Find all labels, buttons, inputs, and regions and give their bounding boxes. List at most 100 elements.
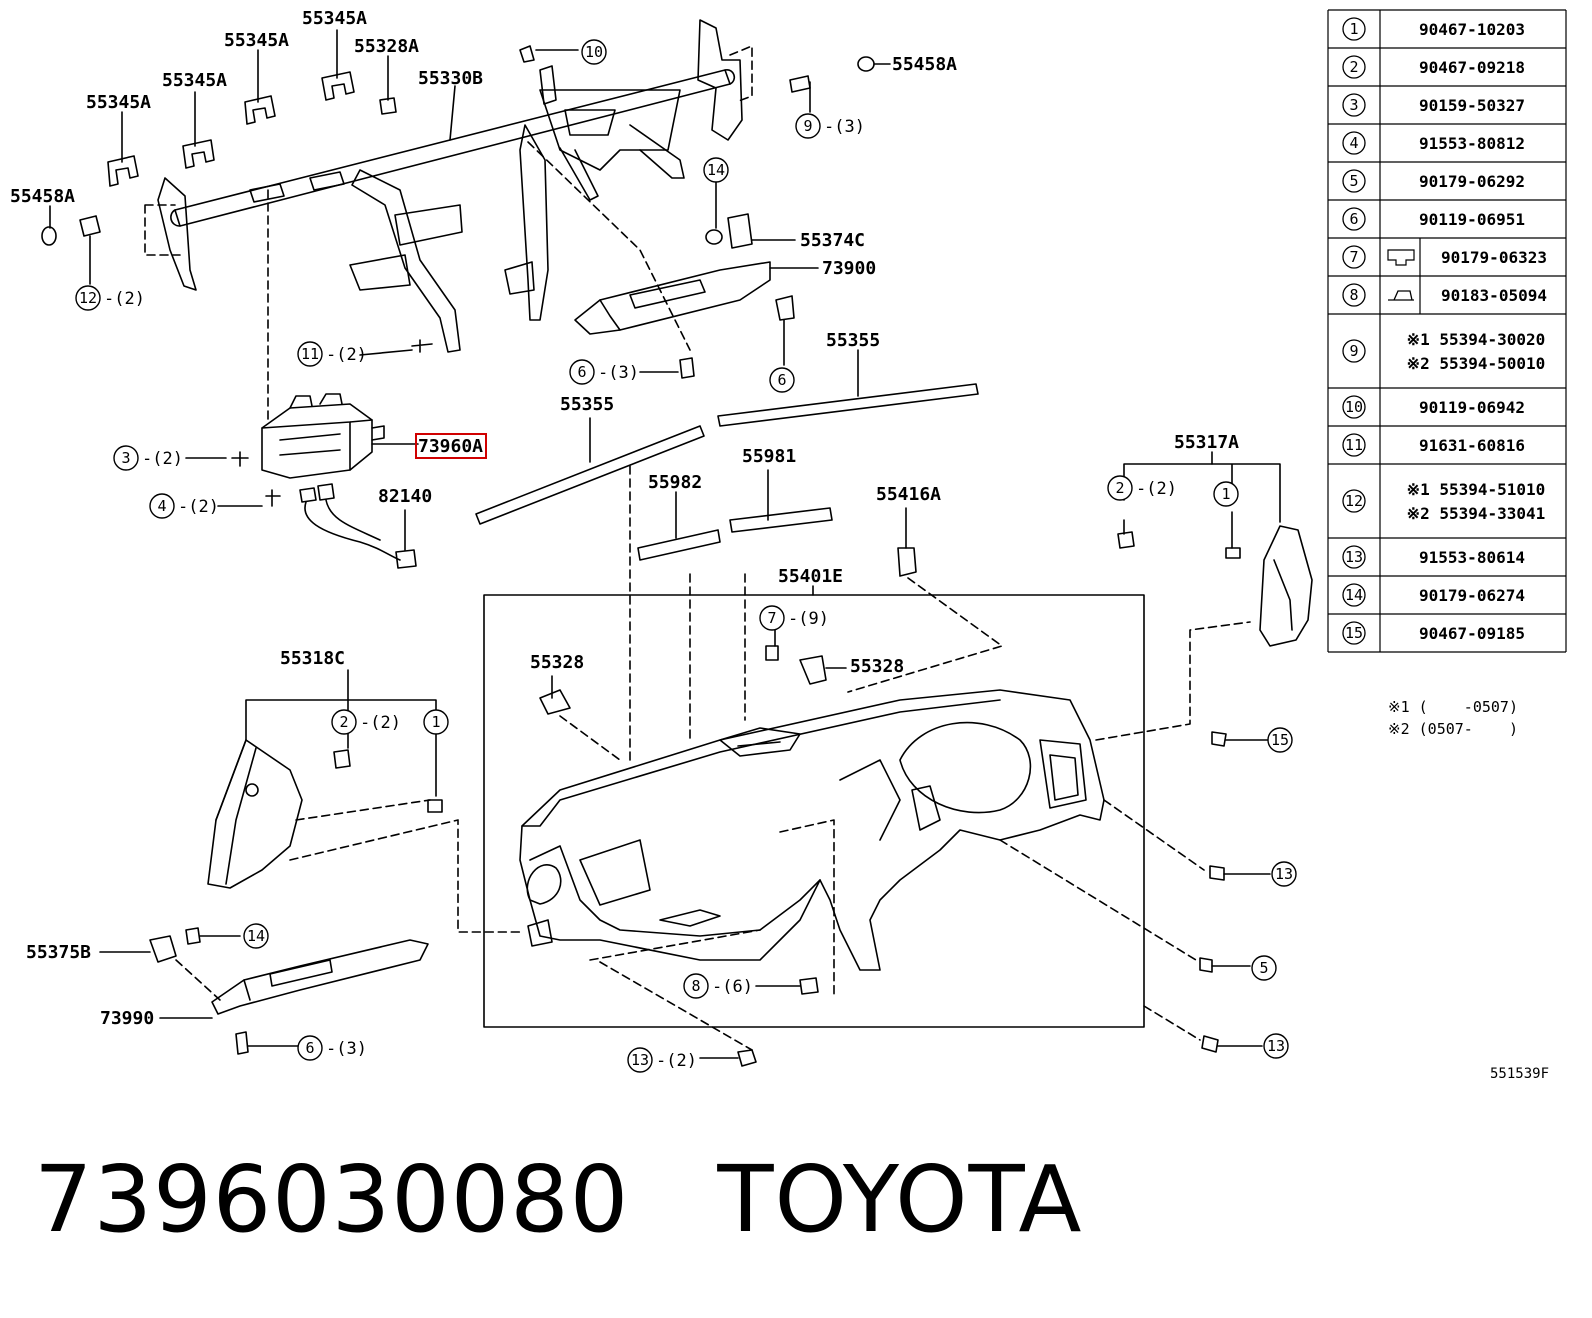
dash-panel-b bbox=[779, 819, 835, 997]
parts-table-number: 4 bbox=[1349, 134, 1358, 152]
label-55328-left: 55328 bbox=[530, 652, 584, 673]
label-55458a-right: 55458A bbox=[892, 54, 957, 75]
callout-5: 5 bbox=[1251, 955, 1277, 981]
side-panel-55318c bbox=[207, 669, 521, 933]
callout-12: 12 -(2) bbox=[75, 285, 145, 311]
wire-82140 bbox=[185, 457, 417, 569]
callout-8: 8-(6) bbox=[683, 973, 753, 999]
parts-table-number: 5 bbox=[1349, 172, 1358, 190]
nut-icon bbox=[1387, 249, 1415, 266]
label-55345a-1: 55345A bbox=[86, 92, 151, 113]
parts-table-part-number-alt: ※2 55394-50010 bbox=[1407, 354, 1546, 373]
parts-table-number: 3 bbox=[1349, 96, 1358, 114]
callout-6: 6 -(3) bbox=[297, 1035, 367, 1061]
label-82140: 82140 bbox=[378, 486, 432, 507]
airbag-73900 bbox=[574, 261, 819, 379]
parts-table-row: 5 90179-06292 bbox=[1328, 161, 1566, 193]
label-55416a: 55416A bbox=[876, 484, 941, 505]
callout-4: 4-(2) bbox=[149, 493, 219, 519]
parts-diagram: 55345A 55345A 55345A 55345A 55328A 55330… bbox=[10, 8, 1567, 1082]
parts-table-part-number: 90179-06292 bbox=[1419, 172, 1525, 191]
highlight-box-73960a bbox=[415, 433, 487, 459]
callout-9: 9-(3) bbox=[795, 113, 865, 139]
callout-number: 13 bbox=[631, 1051, 649, 1069]
diagram-ref: 551539F bbox=[1490, 1066, 1549, 1082]
dash-panel-a bbox=[559, 715, 621, 761]
right-fasteners bbox=[999, 731, 1271, 1053]
dash-panel-c bbox=[589, 929, 761, 961]
parts-table-number: 1 bbox=[1349, 20, 1358, 38]
parts-table-part-number: ※1 55394-51010 bbox=[1407, 480, 1546, 499]
callout-quantity: -(9) bbox=[788, 609, 829, 629]
callout-6: 6 -(3) bbox=[569, 359, 639, 385]
callout-number: 1 bbox=[1221, 485, 1230, 503]
callout-3: 3-(2) bbox=[113, 445, 183, 471]
callout-quantity: -(2) bbox=[326, 345, 367, 365]
parts-table-part-number: 90467-10203 bbox=[1419, 20, 1525, 39]
parts-table-number: 11 bbox=[1345, 436, 1363, 454]
airbag-73990 bbox=[99, 927, 429, 1055]
callout-11: 11-(2) bbox=[297, 341, 367, 367]
callout-number: 12 bbox=[79, 289, 97, 307]
parts-table-part-number: 90467-09218 bbox=[1419, 58, 1525, 77]
callout-number: 2 bbox=[339, 713, 348, 731]
callout-number: 15 bbox=[1271, 731, 1289, 749]
leader-11 bbox=[359, 349, 413, 356]
caption-part-number: 7396030080 bbox=[34, 1146, 630, 1253]
callout-quantity: -(3) bbox=[598, 363, 639, 383]
parts-table-part-number: ※1 55394-30020 bbox=[1407, 330, 1546, 349]
parts-table-number: 13 bbox=[1345, 548, 1363, 566]
parts-table-number: 8 bbox=[1349, 286, 1358, 304]
callout-number: 13 bbox=[1267, 1037, 1285, 1055]
callout-13: 13 bbox=[1271, 861, 1297, 887]
parts-table-number: 2 bbox=[1349, 58, 1358, 76]
callout-14: 14 bbox=[703, 157, 729, 183]
parts-table-row: 11 91631-60816 bbox=[1328, 425, 1566, 457]
bolt-13-bottom bbox=[599, 961, 757, 1067]
label-55345a-4: 55345A bbox=[302, 8, 367, 29]
callout-2: 2 -(2) bbox=[331, 709, 401, 735]
parts-table-part-number: 90119-06951 bbox=[1419, 210, 1525, 229]
callout-number: 13 bbox=[1275, 865, 1293, 883]
parts-table-part-number: 91553-80614 bbox=[1419, 548, 1525, 567]
parts-table-part-number: 91631-60816 bbox=[1419, 436, 1525, 455]
callout-quantity: -(2) bbox=[360, 713, 401, 733]
callout-number: 10 bbox=[585, 43, 603, 61]
parts-table-part-number: 91553-80812 bbox=[1419, 134, 1525, 153]
dash-center-link bbox=[527, 141, 691, 351]
dash-clip-55416a bbox=[847, 577, 1003, 693]
callout-14: 14 bbox=[243, 923, 269, 949]
callout-number: 6 bbox=[577, 363, 586, 381]
airbag-73960a bbox=[231, 393, 419, 507]
panel-box-55401e bbox=[483, 594, 1145, 1028]
label-55318c: 55318C bbox=[280, 648, 345, 669]
defroster-nozzles bbox=[475, 349, 979, 577]
label-55401e: 55401E bbox=[778, 566, 843, 587]
label-55982: 55982 bbox=[648, 472, 702, 493]
note-2: ※2 (0507- ) bbox=[1388, 720, 1518, 738]
label-55345a-3: 55345A bbox=[224, 30, 289, 51]
label-55328a: 55328A bbox=[354, 36, 419, 57]
callout-1: 1 bbox=[1213, 481, 1239, 507]
callout-number: 6 bbox=[305, 1039, 314, 1057]
callout-10: 10 bbox=[581, 39, 607, 65]
parts-table-number: 7 bbox=[1349, 248, 1358, 266]
bracket-55374c-group bbox=[705, 181, 796, 249]
callout-quantity: -(3) bbox=[326, 1039, 367, 1059]
parts-table-part-number: 90159-50327 bbox=[1419, 96, 1525, 115]
label-73990: 73990 bbox=[100, 1008, 154, 1029]
callout-6: 6 bbox=[769, 367, 795, 393]
label-55330b: 55330B bbox=[418, 68, 483, 89]
label-73900: 73900 bbox=[822, 258, 876, 279]
callout-2: 2-(2) bbox=[1107, 475, 1177, 501]
callout-quantity: -(2) bbox=[104, 289, 145, 309]
parts-table-row: 1 90467-10203 bbox=[1328, 9, 1566, 41]
parts-table-number: 9 bbox=[1349, 342, 1358, 360]
steering-reinforcement bbox=[144, 19, 753, 353]
